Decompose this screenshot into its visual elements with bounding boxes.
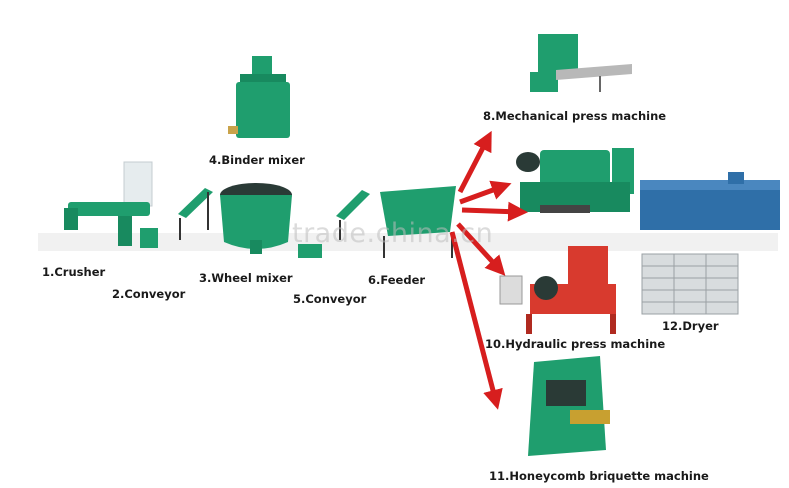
binder-mixer-machine [228, 56, 290, 138]
label-crusher: 1.Crusher [42, 265, 106, 279]
label-conveyor-2: 2.Conveyor [112, 287, 186, 301]
conveyor-2-machine [178, 188, 213, 240]
hydraulic-press-machine [499, 246, 616, 334]
mechanical-press-top-machine [530, 34, 632, 92]
label-honeycomb: 11.Honeycomb briquette machine [489, 469, 709, 483]
label-binder-mixer: 4.Binder mixer [209, 153, 305, 167]
conveyor-5-machine [298, 190, 370, 258]
watermark: trade.china.cn [292, 218, 494, 249]
wheel-mixer-machine [220, 183, 292, 254]
label-mechanical-press: 8.Mechanical press machine [483, 109, 667, 123]
mechanical-press-middle-machine [516, 148, 634, 213]
label-feeder: 6.Feeder [368, 273, 426, 287]
label-wheel-mixer: 3.Wheel mixer [199, 271, 293, 285]
honeycomb-machine [528, 356, 610, 456]
label-hydraulic-press: 10.Hydraulic press machine [485, 337, 666, 351]
flow-arrows [449, 130, 528, 410]
crusher-machine [64, 161, 158, 248]
label-dryer: 12.Dryer [662, 319, 719, 333]
label-conveyor-5: 5.Conveyor [293, 292, 367, 306]
dryer-machine [640, 172, 780, 315]
